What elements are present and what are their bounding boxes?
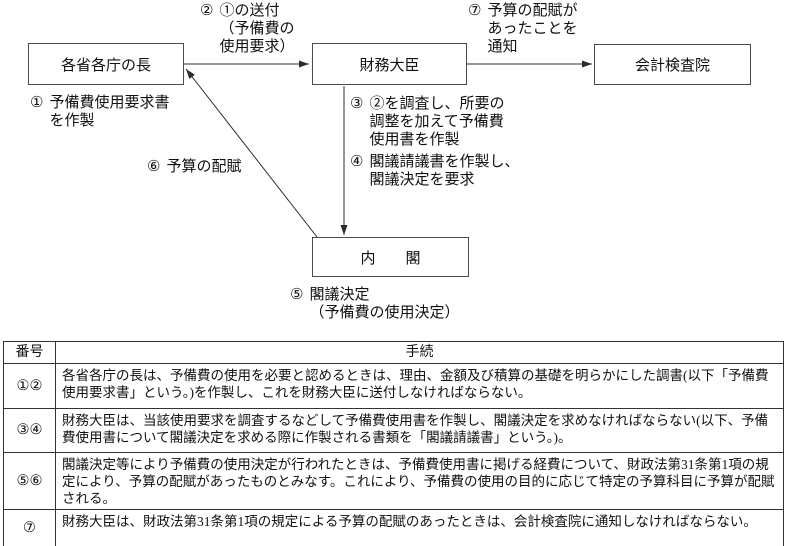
circled-number-6: ⑥ [147,159,161,175]
label-step7-notify-audit: ⑦ 予算の配賦が あったことを 通知 [468,2,577,56]
row-procedure-cell: 閣議決定等により予備費の使用決定が行われたときは、予備費使用書に掲げる経費につい… [55,452,784,510]
table-header-row: 番号 手続 [3,341,784,364]
box-cabinet: 内 閣 [312,237,469,277]
row-procedure-cell: 財務大臣は、当該使用要求を調査するなどして予備費使用書を作製し、閣議決定を求めな… [55,408,784,453]
step4-text: 閣議請議書を作製し、 閣議決定を要求 [369,154,520,188]
step3-text: ②を調査し、所要の 調整を加えて予備費 使用書を作製 [369,96,505,148]
box-heads-of-ministries: 各省各庁の長 [28,43,184,85]
step7-text: 予算の配賦が あったことを 通知 [487,3,578,55]
flow-arrows [184,60,592,238]
step2-text: ①の送付 （予備費の 使用要求） [219,3,295,55]
circled-number-1: ① [30,95,44,111]
arrow-budget-allocation [185,68,318,238]
row-number-cell: ③④ [3,408,56,453]
box-cabinet-label: 内 閣 [360,250,421,267]
label-step3-examine-create-usage-doc: ③ ②を調査し、所要の 調整を加えて予備費 使用書を作製 [350,95,504,149]
circled-number-2: ② [200,3,214,19]
box-board-of-audit-label: 会計検査院 [634,58,710,74]
row-procedure-cell: 財務大臣は、財政法第31条第1項の規定による予算の配賦のあったときは、会計検査院… [55,509,784,546]
header-number: 番号 [3,341,56,364]
step5-text: 閣議決定 （予備費の使用決定） [309,287,460,321]
row-number-cell: ⑦ [3,509,56,546]
box-board-of-audit: 会計検査院 [594,44,751,85]
row-number-cell: ⑤⑥ [3,452,56,510]
box-finance-minister-label: 財務大臣 [359,57,420,74]
table-row: ①② 各省各庁の長は、予備費の使用を必要と認めるときは、理由、金額及び積算の基礎… [3,363,784,409]
table-row: ③④ 財務大臣は、当該使用要求を調査するなどして予備費使用書を作製し、閣議決定を… [3,408,784,453]
label-step2-send-request: ② ①の送付 （予備費の 使用要求） [200,2,294,56]
label-step1-create-request-doc: ① 予備費使用要求書 を作製 [30,94,169,130]
circled-number-5: ⑤ [290,287,304,303]
box-heads-of-ministries-label: 各省各庁の長 [60,57,151,74]
row-procedure-cell: 各省各庁の長は、予備費の使用を必要と認めるときは、理由、金額及び積算の基礎を明ら… [55,363,784,409]
table-row: ⑤⑥ 閣議決定等により予備費の使用決定が行われたときは、予備費使用書に掲げる経費… [3,452,784,510]
header-procedure: 手続 [55,341,784,364]
label-step6-budget-allocation: ⑥ 予算の配賦 [147,158,241,176]
label-step5-cabinet-decision: ⑤ 閣議決定 （予備費の使用決定） [290,286,459,322]
step6-text: 予算の配賦 [166,159,242,175]
circled-number-4: ④ [350,154,364,170]
procedure-table: 番号 手続 ①② 各省各庁の長は、予備費の使用を必要と認めるときは、理由、金額及… [3,341,784,546]
circled-number-7: ⑦ [468,3,482,19]
circled-number-3: ③ [350,96,364,112]
box-finance-minister: 財務大臣 [312,43,467,85]
table-row: ⑦ 財務大臣は、財政法第31条第1項の規定による予算の配賦のあったときは、会計検… [3,509,784,546]
label-step4-cabinet-request-doc: ④ 閣議請議書を作製し、 閣議決定を要求 [350,153,519,189]
row-number-cell: ①② [3,363,56,409]
step1-text: 予備費使用要求書 を作製 [49,95,170,129]
